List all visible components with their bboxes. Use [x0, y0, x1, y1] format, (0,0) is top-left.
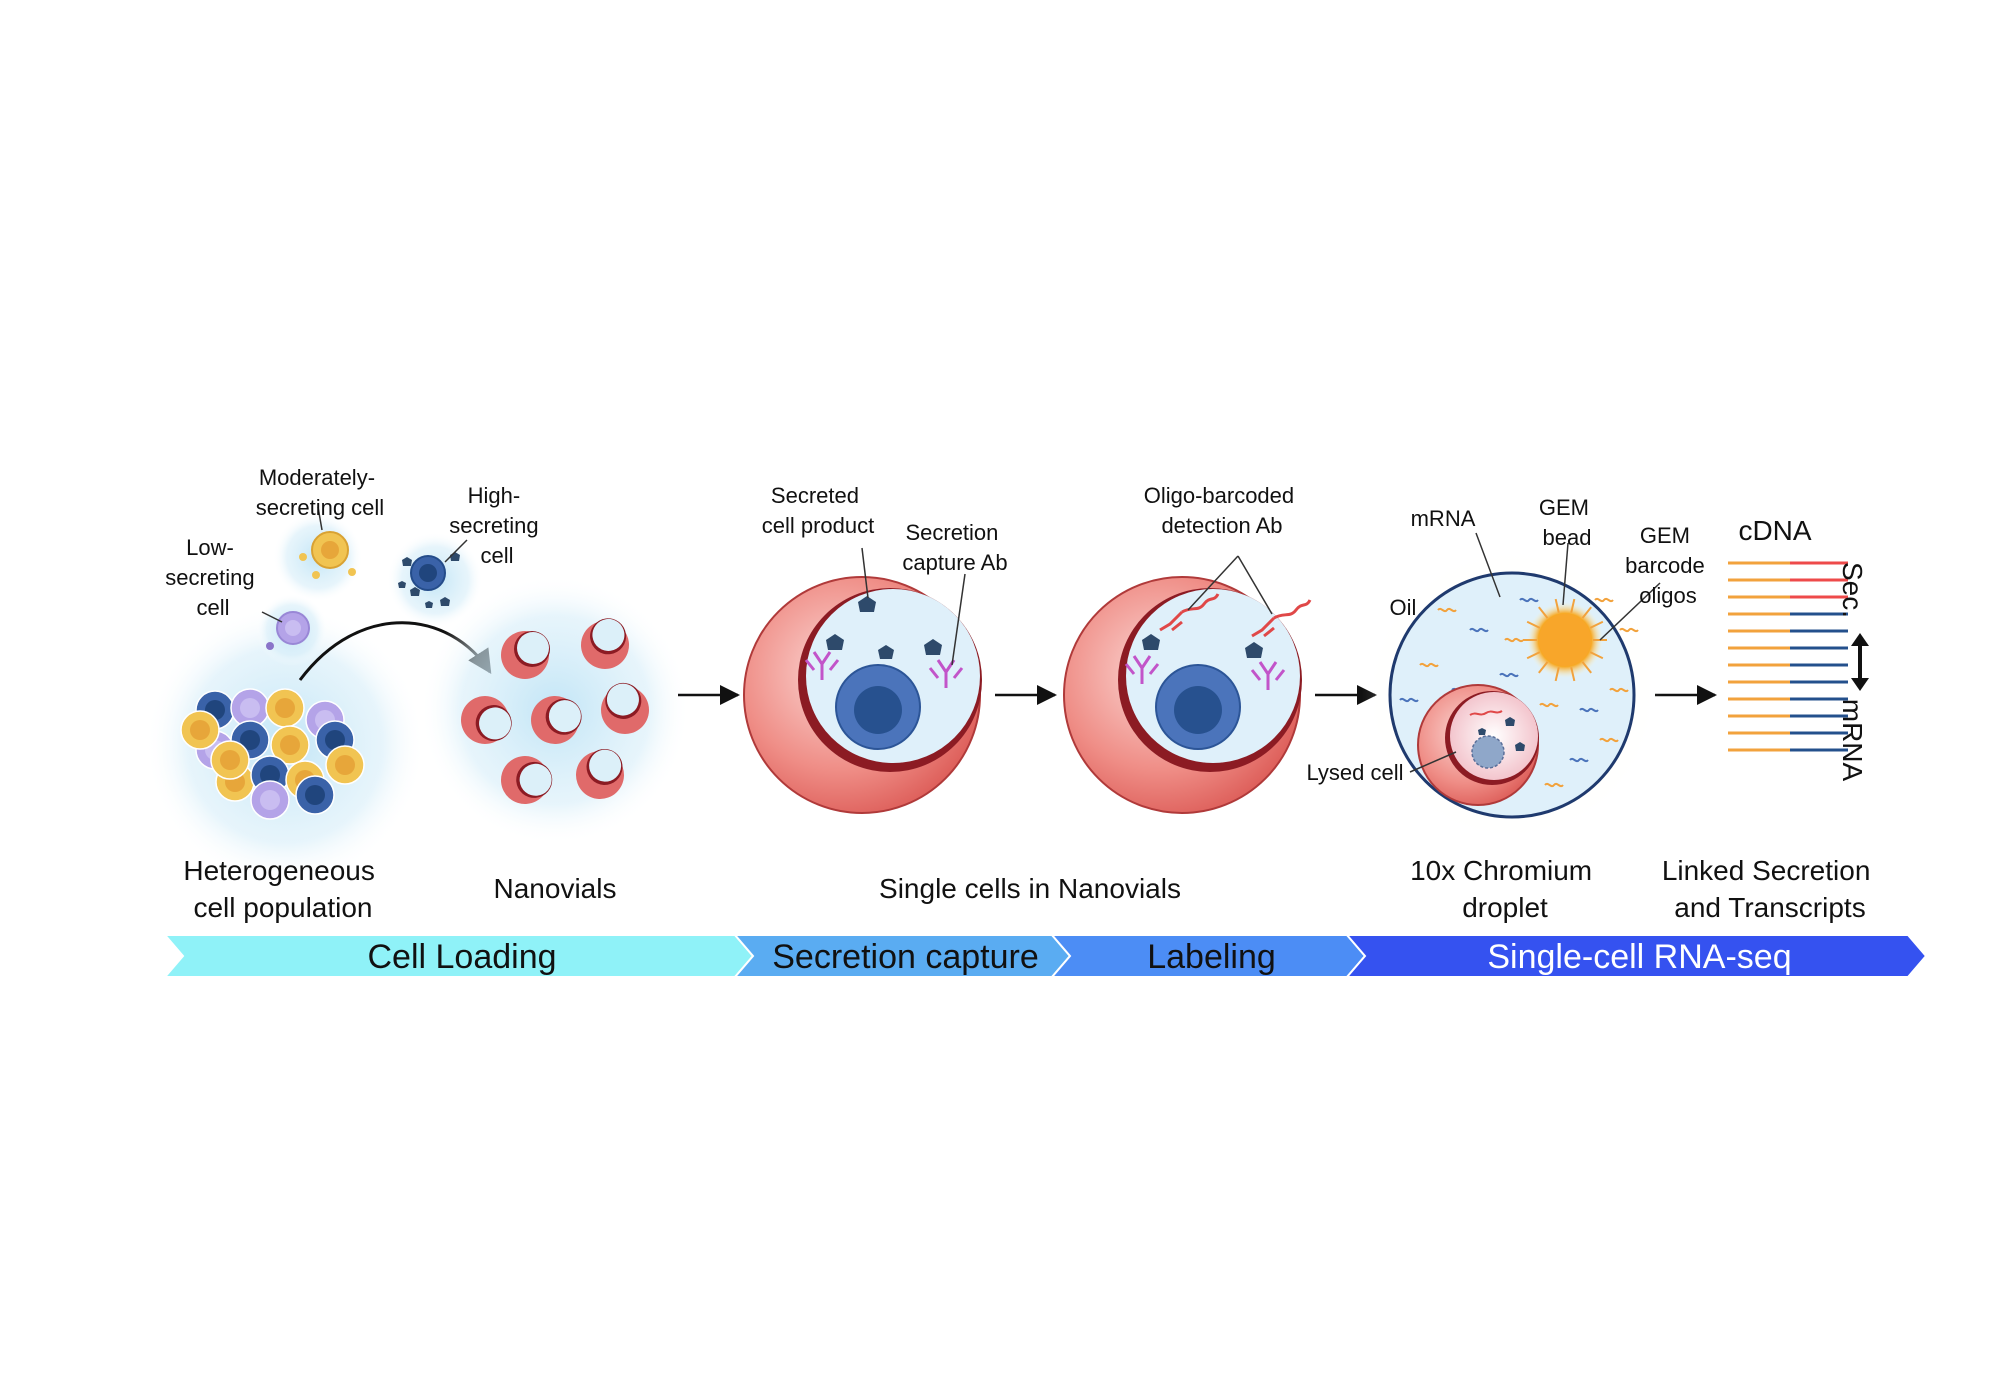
label-cdna: cDNA	[1738, 515, 1811, 546]
mrna-squiggle	[1609, 687, 1629, 693]
nanovial-icon	[461, 696, 512, 744]
banner-stage-3: Labeling	[1049, 934, 1367, 978]
banner-stage-4: Single-cell RNA-seq	[1344, 934, 1928, 978]
label-oil: Oil	[1390, 595, 1417, 620]
mrna-squiggle	[1469, 627, 1489, 633]
label-high-secreting: High- secreting cell	[449, 483, 544, 568]
bead-oligo	[1538, 606, 1549, 619]
banner-stage-2: Secretion capture	[732, 934, 1072, 978]
label-moderately-secreting: Moderately- secreting cell	[256, 465, 384, 520]
label-oligo-detection-ab: Oligo-barcoded detection Ab	[1144, 483, 1301, 538]
banner-stage-1: Cell Loading	[162, 934, 755, 978]
bead-oligo	[1554, 598, 1560, 613]
lysed-nanovial	[1417, 684, 1539, 806]
caption-linked: Linked Secretion and Transcripts	[1662, 855, 1878, 923]
mrna-squiggle	[1599, 737, 1619, 743]
high-secreting-cell-icon	[398, 552, 460, 608]
caption-single-cells: Single cells in Nanovials	[879, 873, 1181, 904]
mrna-squiggle	[1619, 627, 1639, 633]
mrna-squiggle	[1544, 782, 1564, 788]
mrna-squiggle	[1419, 662, 1439, 668]
label-lysed-cell: Lysed cell	[1306, 760, 1403, 785]
panel-cdna: cDNA Sec. mRNA	[1728, 515, 1869, 782]
oligo-detection-antibodies	[1159, 593, 1312, 638]
gem-bead	[1527, 602, 1603, 678]
double-arrow-icon	[1851, 633, 1869, 691]
cell-icon	[325, 745, 365, 785]
bead-oligo	[1526, 620, 1541, 629]
label-sec: Sec.	[1837, 562, 1868, 618]
secreted-product-particles	[826, 596, 942, 659]
banner-stage-label: Cell Loading	[367, 938, 556, 976]
panel-cell-population: Moderately- secreting cell High- secreti…	[145, 465, 544, 885]
cdna-strands	[1728, 561, 1848, 752]
bead-oligo	[1581, 606, 1592, 619]
mrna-squiggle	[1594, 597, 1614, 603]
labeled-product-particles	[1142, 634, 1263, 658]
nanovial-icon	[501, 631, 550, 679]
cell-icon	[210, 740, 250, 780]
cell-icon	[305, 700, 345, 740]
captions: Heterogeneous cell population Nanovials …	[183, 855, 1878, 923]
bead-oligo	[1554, 667, 1560, 682]
label-mrna-side: mRNA	[1837, 699, 1868, 782]
moderately-secreting-cell-icon	[299, 531, 356, 579]
label-secreted-product: Secreted cell product	[762, 483, 875, 538]
label-low-secreting: Low- secreting cell	[165, 535, 260, 620]
caption-heterogeneous: Heterogeneous cell population	[183, 855, 382, 923]
label-mrna: mRNA	[1411, 506, 1476, 531]
cell-icon	[180, 710, 220, 750]
nanovial-icon	[576, 748, 624, 799]
bead-oligo	[1526, 651, 1541, 660]
label-gem-bead: GEM bead	[1539, 495, 1595, 550]
cell-icon	[270, 725, 310, 765]
mrna-squiggle	[1504, 637, 1524, 643]
mrna-squiggle	[1579, 707, 1599, 713]
mrna-squiggle	[1539, 702, 1559, 708]
bead-oligo	[1589, 651, 1604, 660]
mrna-squiggle	[1399, 697, 1419, 703]
bead-oligo	[1581, 661, 1592, 674]
caption-chromium: 10x Chromium droplet	[1410, 855, 1600, 923]
nanovial-icon	[601, 682, 649, 734]
bead-oligo	[1570, 598, 1576, 613]
workflow-banner: Cell Loading Secretion capture Labeling Sin…	[162, 934, 1928, 978]
mrna-squiggle	[1569, 757, 1589, 763]
label-gem-barcode-oligos: GEM barcode oligos	[1625, 523, 1711, 608]
mrna-squiggle	[1499, 672, 1519, 678]
bead-oligo	[1589, 620, 1604, 629]
capture-antibodies	[804, 651, 964, 688]
bead-oligo	[1570, 667, 1576, 682]
banner-stage-label: Labeling	[1147, 938, 1276, 976]
nanovial-icon	[581, 618, 629, 669]
bead-oligo	[1538, 661, 1549, 674]
banner-stage-label: Single-cell RNA-seq	[1487, 938, 1791, 976]
label-secretion-capture-ab: Secretion capture Ab	[902, 520, 1007, 575]
panel-secretion-capture: Secreted cell product Secretion capture …	[743, 483, 1008, 814]
cell-cluster	[180, 688, 365, 820]
cell-icon	[265, 688, 305, 728]
panel-labeling: Oligo-barcoded detection Ab	[1063, 483, 1312, 814]
nanovial-icon	[531, 696, 582, 744]
labeling-capture-antibodies	[1124, 655, 1286, 690]
cell-icon	[295, 775, 335, 815]
banner-stage-label: Secretion capture	[772, 938, 1039, 976]
cell-icon	[250, 780, 290, 820]
nanovial-group	[461, 618, 649, 804]
nanovial-icon	[501, 756, 553, 804]
captured-cell	[835, 664, 921, 750]
caption-nanovials: Nanovials	[494, 873, 617, 904]
panel-nanovials	[420, 575, 690, 845]
mrna-squiggle	[1519, 597, 1539, 603]
labeled-cell	[1155, 664, 1241, 750]
low-secreting-cell-icon	[266, 611, 310, 650]
mrna-squiggle	[1437, 607, 1457, 613]
panel-droplet: mRNA GEM bead GEM barcode oligos Oil Lys…	[1306, 495, 1711, 845]
